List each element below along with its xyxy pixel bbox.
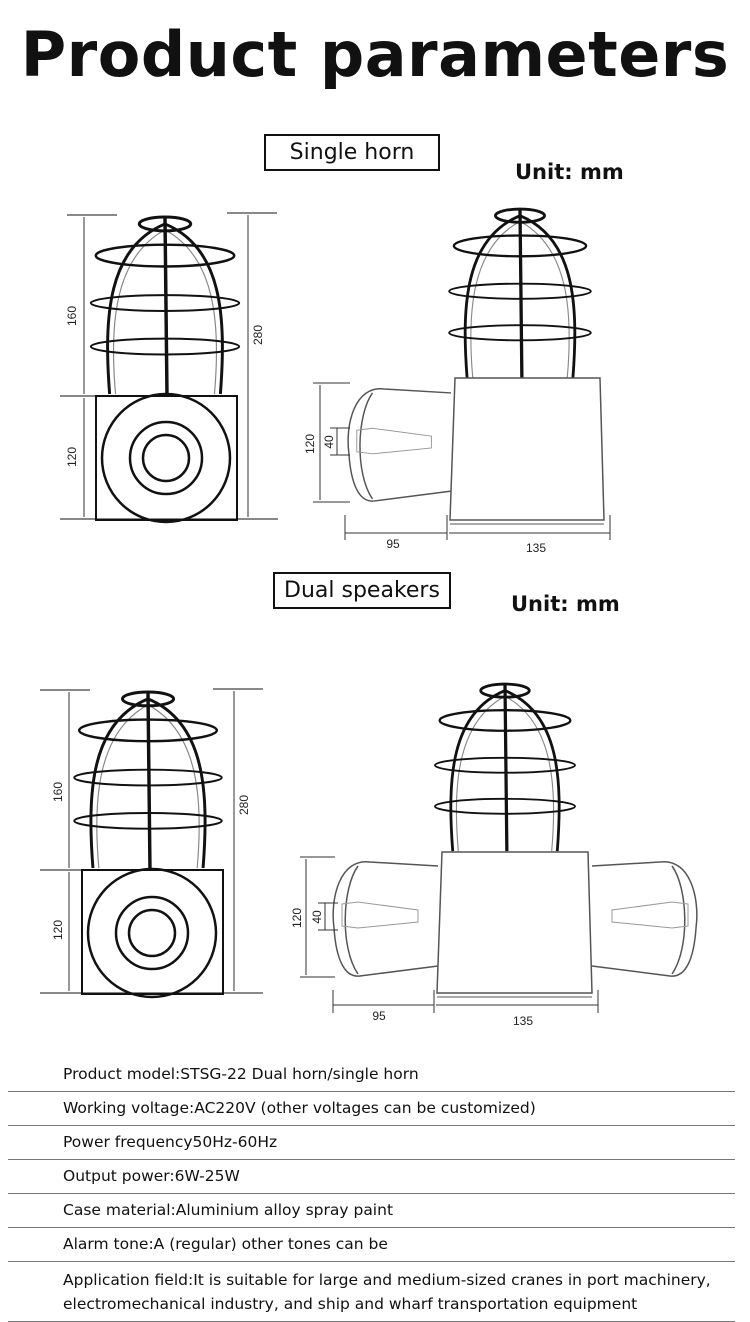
dim-total-height: 280 [237, 795, 251, 815]
dim-horn-inner: 40 [322, 435, 336, 449]
param-output-power: Output power:6W-25W [8, 1160, 735, 1194]
dim-horn-inner: 40 [310, 910, 324, 924]
section-label-single-horn: Single horn [264, 134, 440, 171]
dim-cage-height: 160 [51, 782, 65, 802]
dim-horn-length: 95 [372, 1009, 386, 1023]
section-label-dual-speakers: Dual speakers [273, 572, 451, 609]
dim-total-height: 280 [251, 325, 265, 345]
param-voltage: Working voltage:AC220V (other voltages c… [8, 1092, 735, 1126]
single-front-view [60, 212, 278, 524]
param-alarm-tone: Alarm tone:A (regular) other tones can b… [8, 1228, 735, 1262]
dual-front-view [40, 688, 263, 999]
dim-box-height: 120 [51, 920, 65, 940]
parameter-list: Product model:STSG-22 Dual horn/single h… [8, 1058, 735, 1322]
dim-horn-height: 120 [303, 434, 317, 454]
dim-box-height: 120 [65, 447, 79, 467]
param-case-material: Case material:Aluminium alloy spray pain… [8, 1194, 735, 1228]
dim-box-width: 135 [513, 1014, 533, 1028]
page-title: Product parameters [20, 18, 730, 91]
param-frequency: Power frequency50Hz-60Hz [8, 1126, 735, 1160]
param-application-field: Application field:It is suitable for lar… [8, 1262, 735, 1322]
dim-box-width: 135 [526, 541, 546, 555]
unit-label: Unit: mm [515, 160, 624, 184]
param-model: Product model:STSG-22 Dual horn/single h… [8, 1058, 735, 1092]
dim-cage-height: 160 [65, 306, 79, 326]
technical-drawings: 160 120 280 120 40 95 135 160 [40, 207, 698, 1028]
single-side-view [313, 207, 611, 540]
dim-horn-height: 120 [290, 908, 304, 928]
dim-horn-length: 95 [386, 537, 400, 551]
unit-label: Unit: mm [511, 592, 620, 616]
dual-side-view [300, 682, 698, 1013]
